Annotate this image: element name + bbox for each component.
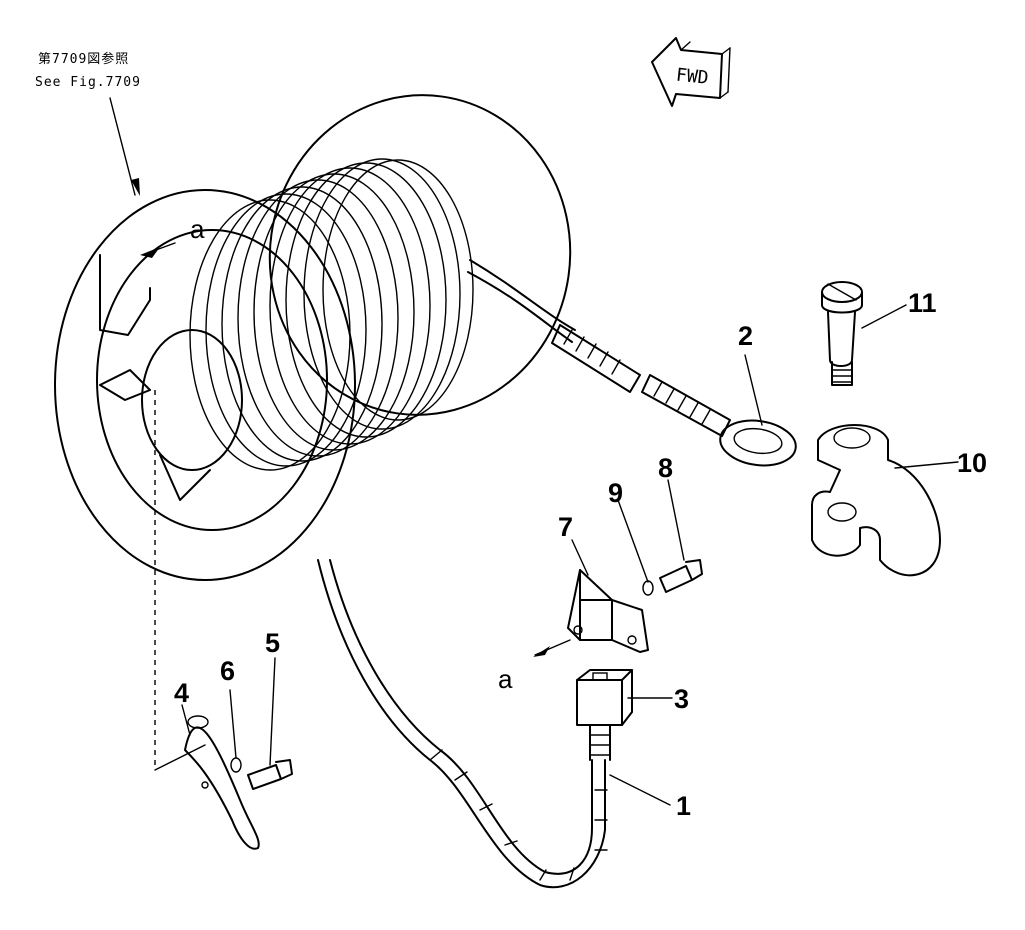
callout-1: 1 <box>676 791 691 821</box>
washer-6 <box>230 757 242 773</box>
leader-lines <box>181 304 959 806</box>
callout-5: 5 <box>265 628 280 658</box>
fwd-arrow-icon: FWD <box>651 37 731 107</box>
bolt-8 <box>659 559 703 593</box>
reference-note: 第7709図参照 See Fig.7709 <box>35 51 141 196</box>
point-mark-a-upper: a <box>190 214 205 244</box>
rope-windings <box>189 158 474 471</box>
connector <box>576 669 633 761</box>
callout-9: 9 <box>608 478 623 508</box>
reference-en: See Fig.7709 <box>35 75 141 90</box>
cable <box>317 559 608 889</box>
callout-10: 10 <box>957 448 987 478</box>
reference-leader <box>109 97 136 196</box>
callout-2: 2 <box>738 321 753 351</box>
washer-9 <box>642 580 654 596</box>
callout-4: 4 <box>174 678 189 708</box>
bushing-10 <box>811 424 941 577</box>
callout-7: 7 <box>558 512 573 542</box>
clip-4 <box>184 715 260 850</box>
callout-numbers: 1 2 3 4 5 6 7 8 9 10 11 <box>174 288 987 821</box>
bolt-5 <box>247 759 293 790</box>
callout-6: 6 <box>220 656 235 686</box>
fwd-label: FWD <box>675 65 710 89</box>
pin-11 <box>821 281 863 386</box>
reference-jp: 第7709図参照 <box>38 51 129 67</box>
callout-8: 8 <box>658 453 673 483</box>
cable-reel-drum <box>54 94 572 771</box>
point-mark-a-lower: a <box>498 664 513 694</box>
bracket <box>533 569 649 657</box>
wire-rope-eye <box>467 259 797 467</box>
reference-arrowhead <box>131 178 140 196</box>
callout-11: 11 <box>908 288 937 318</box>
callout-3: 3 <box>674 684 689 714</box>
